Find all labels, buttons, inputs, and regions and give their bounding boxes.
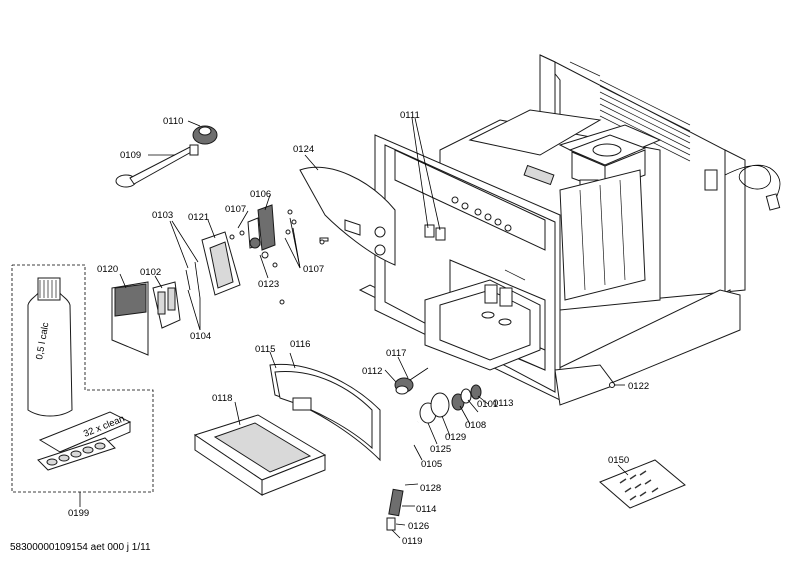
steam-tube-0114 (386, 421, 420, 531)
bracket-0121 (201, 231, 241, 296)
label-0115: 0115 (255, 344, 275, 355)
label-0107b: 0107 (303, 264, 324, 275)
label-0114: 0114 (416, 504, 436, 515)
screw-0122 (609, 382, 615, 388)
label-0128: 0128 (420, 483, 441, 494)
rod-0103 (185, 261, 201, 299)
label-0122: 0122 (628, 381, 649, 392)
part-labels: 0110 0109 0111 0124 0106 0107 0103 0121 … (68, 110, 649, 547)
label-0101: 0101 (477, 399, 498, 410)
label-0129: 0129 (445, 432, 466, 443)
hinge-assembly-0106 (229, 204, 325, 305)
label-0108: 0108 (465, 420, 486, 431)
drawing-reference-footer: 58300000109154 aet 000 j 1/11 (10, 542, 151, 553)
label-0116: 0116 (290, 339, 310, 350)
leader-lines (79, 117, 629, 539)
label-0117: 0117 (386, 348, 406, 359)
label-0124: 0124 (293, 144, 314, 155)
label-0106: 0106 (250, 189, 271, 200)
valve-0117 (394, 367, 429, 395)
drip-tray-0118 (193, 414, 327, 496)
nozzle-part-0102 (152, 281, 181, 329)
label-0107a: 0107 (225, 204, 246, 215)
label-0109: 0109 (120, 150, 141, 161)
label-0119: 0119 (402, 536, 422, 547)
label-0125: 0125 (430, 444, 451, 455)
label-0118: 0118 (212, 393, 232, 404)
label-0150: 0150 (608, 455, 629, 466)
label-0121: 0121 (188, 212, 209, 223)
label-0112: 0112 (362, 366, 382, 377)
power-cord (724, 164, 781, 211)
brush-0120 (111, 281, 149, 356)
label-0105: 0105 (421, 459, 442, 470)
label-0103: 0103 (152, 210, 173, 221)
machine-housing (358, 54, 746, 406)
label-0199: 0199 (68, 508, 89, 519)
door-panel-0124 (299, 166, 396, 266)
label-0126: 0126 (408, 521, 429, 532)
cleaning-brush-0110 (189, 125, 218, 156)
label-0110: 0110 (163, 116, 183, 127)
label-0111: 0111 (400, 110, 420, 121)
label-0120: 0120 (97, 264, 118, 275)
screw-pack-0150 (599, 459, 686, 509)
label-0113: 0113 (493, 398, 513, 409)
label-0104: 0104 (190, 331, 211, 342)
label-0102: 0102 (140, 267, 161, 278)
connector-parts (419, 384, 482, 424)
label-0123: 0123 (258, 279, 279, 290)
door-front-0116 (269, 363, 381, 462)
